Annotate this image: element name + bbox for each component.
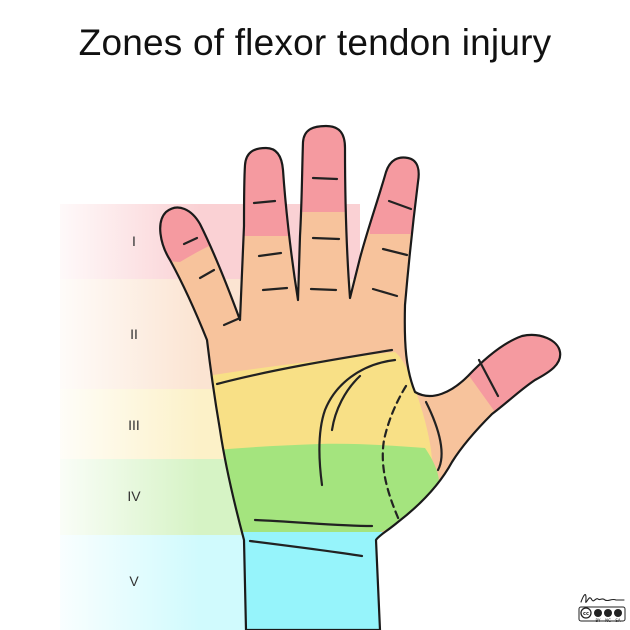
license-by: BY [596,618,602,623]
crease-little-proximal [222,316,242,327]
license-sa-icon [614,609,622,617]
license-nc: NC [605,618,611,623]
crease-index-distal [387,199,413,211]
crease-thenar [318,358,397,487]
author-credit: cc BY NC SA [578,593,626,623]
license-by-icon [594,609,602,617]
crease-middle-middle [311,236,341,241]
zone-label-3: III [128,417,140,433]
svg-text:cc: cc [583,611,589,617]
hand-creases [182,176,500,558]
zone-label-5: V [129,573,139,589]
hand-outline [159,124,562,630]
hand-fill-thenar [418,391,492,470]
signature-mark [580,593,625,603]
crease-little-distal [182,236,199,246]
zone-label-4: IV [127,488,141,504]
license-badge: cc BY NC SA [578,606,626,623]
license-sa: SA [615,618,621,623]
crease-wrist-proximal [248,539,364,558]
zone-label-2: II [130,326,138,342]
crease-distal-palmar [215,348,394,386]
zone-band-fade [40,200,200,630]
license-nc-icon [604,609,612,617]
crease-thenar-eminence [424,400,443,472]
crease-middle-distal [311,176,339,181]
zone-labels: I II III IV V [127,233,141,589]
diagram-title: Zones of flexor tendon injury [78,22,552,63]
zone-label-1: I [132,233,136,249]
crease-thumb-ip [477,358,500,398]
crease-wrist-distal [253,518,374,528]
crease-index-proximal [371,287,399,298]
crease-proximal-palmar [330,374,362,432]
crease-ring-middle [257,251,283,258]
crease-little-middle [198,268,216,280]
crease-ring-distal [252,199,277,205]
crease-middle-proximal [309,287,338,292]
crease-ring-proximal [261,286,289,292]
crease-index-middle [381,247,409,257]
